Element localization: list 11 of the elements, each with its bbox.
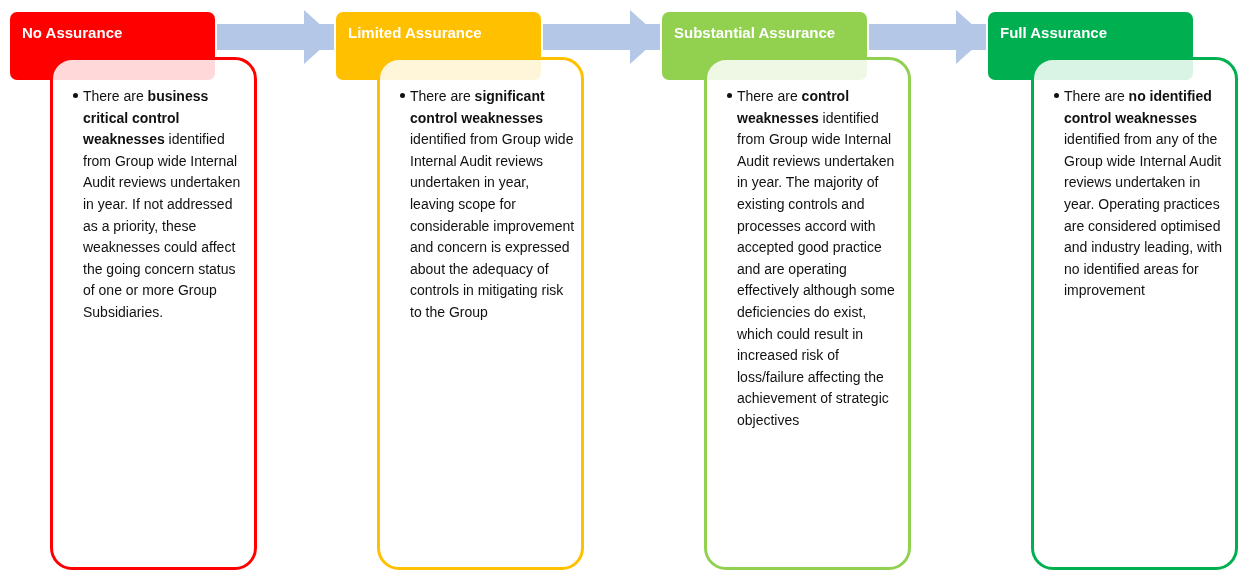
description-panel xyxy=(704,57,911,570)
description-text: There are no identified control weaknesses identified from any of the Group wide Internal Audit reviews undertaken in year. Operating practices are considered optimised and industry leading, with no identified areas for improvement xyxy=(1064,87,1223,301)
block-arrow xyxy=(869,10,986,64)
description-panel xyxy=(50,57,257,570)
description-panel xyxy=(377,57,584,570)
block-arrow xyxy=(543,10,660,64)
description-text: There are control weaknesses identified from Group wide Internal Audit reviews undertaken in year. The majority of existing controls and processes accord with accepted good practice and are operating effectively although some deficiencies do exist, which could result in increased risk of loss/failure affecting the achievement of strategic objectives xyxy=(737,87,896,430)
description-text: There are business critical control weaknesses identified from Group wide Internal Audit reviews undertaken in year. If not addressed as a priority, these weaknesses could affect the going concern status of one or more Group Subsidiaries. xyxy=(83,87,242,322)
block-arrow xyxy=(217,10,334,64)
description-panel xyxy=(1031,57,1238,570)
description-text: There are significant control weaknesses identified from Group wide Internal Audit reviews undertaken in year, leaving scope for considerable improvement and concern is expressed about the adequacy of controls in mitigating risk to the Group xyxy=(410,87,575,322)
